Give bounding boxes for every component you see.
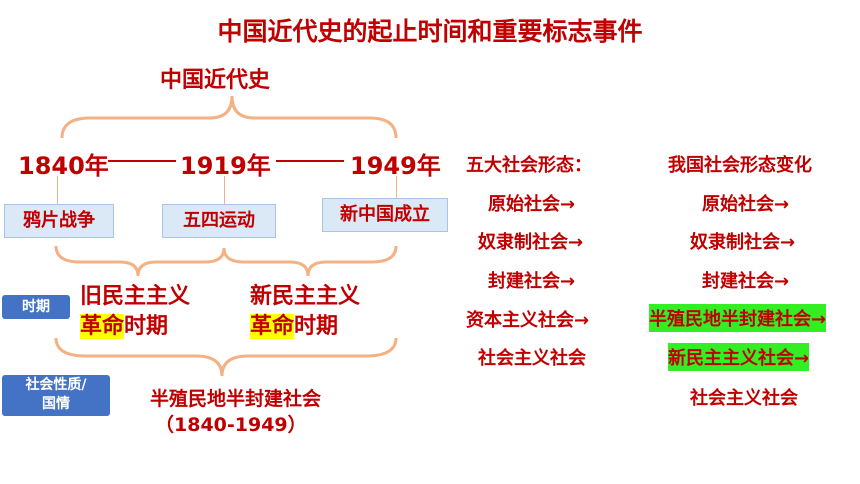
china-forms-item: 原始社会→ — [702, 194, 790, 215]
timeline-segment-1 — [108, 160, 176, 162]
tag-nature-line2: 国情 — [42, 396, 70, 412]
five-forms-item: 奴隶制社会→ — [478, 232, 584, 253]
connector-1949 — [396, 176, 397, 198]
connector-1919 — [224, 176, 225, 204]
china-forms-item: 社会主义社会 — [690, 388, 798, 409]
period-new-rest: 时期 — [294, 314, 339, 339]
china-forms-heading: 我国社会形态变化 — [668, 155, 812, 176]
period-new-democratic: 新民主主义 革命时期 — [250, 282, 360, 342]
period-old-rest: 时期 — [124, 314, 169, 339]
tag-society-nature: 社会性质/ 国情 — [2, 375, 110, 416]
tag-nature-line1: 社会性质/ — [25, 377, 87, 393]
society-nature-text: 半殖民地半封建社会 — [150, 388, 322, 410]
tag-period: 时期 — [2, 295, 70, 319]
period-new-highlight: 革命 — [250, 314, 295, 339]
five-forms-item: 资本主义社会→ — [466, 310, 590, 331]
five-forms-item: 原始社会→ — [488, 194, 576, 215]
year-1919: 1919年 — [180, 152, 271, 180]
year-1840: 1840年 — [18, 152, 109, 180]
event-prc-founding: 新中国成立 — [322, 198, 448, 232]
five-forms-item: 封建社会→ — [488, 271, 576, 292]
timeline-segment-2 — [276, 160, 344, 162]
event-opium-war: 鸦片战争 — [4, 204, 114, 238]
page-title: 中国近代史的起止时间和重要标志事件 — [217, 17, 643, 46]
top-brace — [60, 95, 398, 139]
connector-1840 — [57, 176, 58, 204]
five-forms-heading: 五大社会形态： — [466, 155, 592, 176]
china-forms-item-highlight: 半殖民地半封建社会→ — [649, 304, 827, 332]
year-1949: 1949年 — [350, 152, 441, 180]
period-old-highlight: 革命 — [80, 314, 125, 339]
period-old-line1: 旧民主主义 — [80, 284, 191, 309]
society-nature-range: （1840-1949） — [155, 414, 307, 436]
event-may-fourth: 五四运动 — [162, 204, 276, 238]
period-old-democratic: 旧民主主义 革命时期 — [80, 282, 190, 342]
period-new-line1: 新民主主义 — [250, 284, 361, 309]
nature-brace — [54, 337, 398, 377]
china-forms-item: 奴隶制社会→ — [690, 232, 796, 253]
five-forms-item: 社会主义社会 — [478, 348, 586, 369]
china-forms-item: 封建社会→ — [702, 271, 790, 292]
old-period-brace — [54, 245, 226, 277]
china-forms-item-highlight: 新民主主义社会→ — [668, 343, 810, 371]
diagram-subtitle: 中国近代史 — [160, 68, 271, 93]
new-period-brace — [222, 245, 398, 277]
